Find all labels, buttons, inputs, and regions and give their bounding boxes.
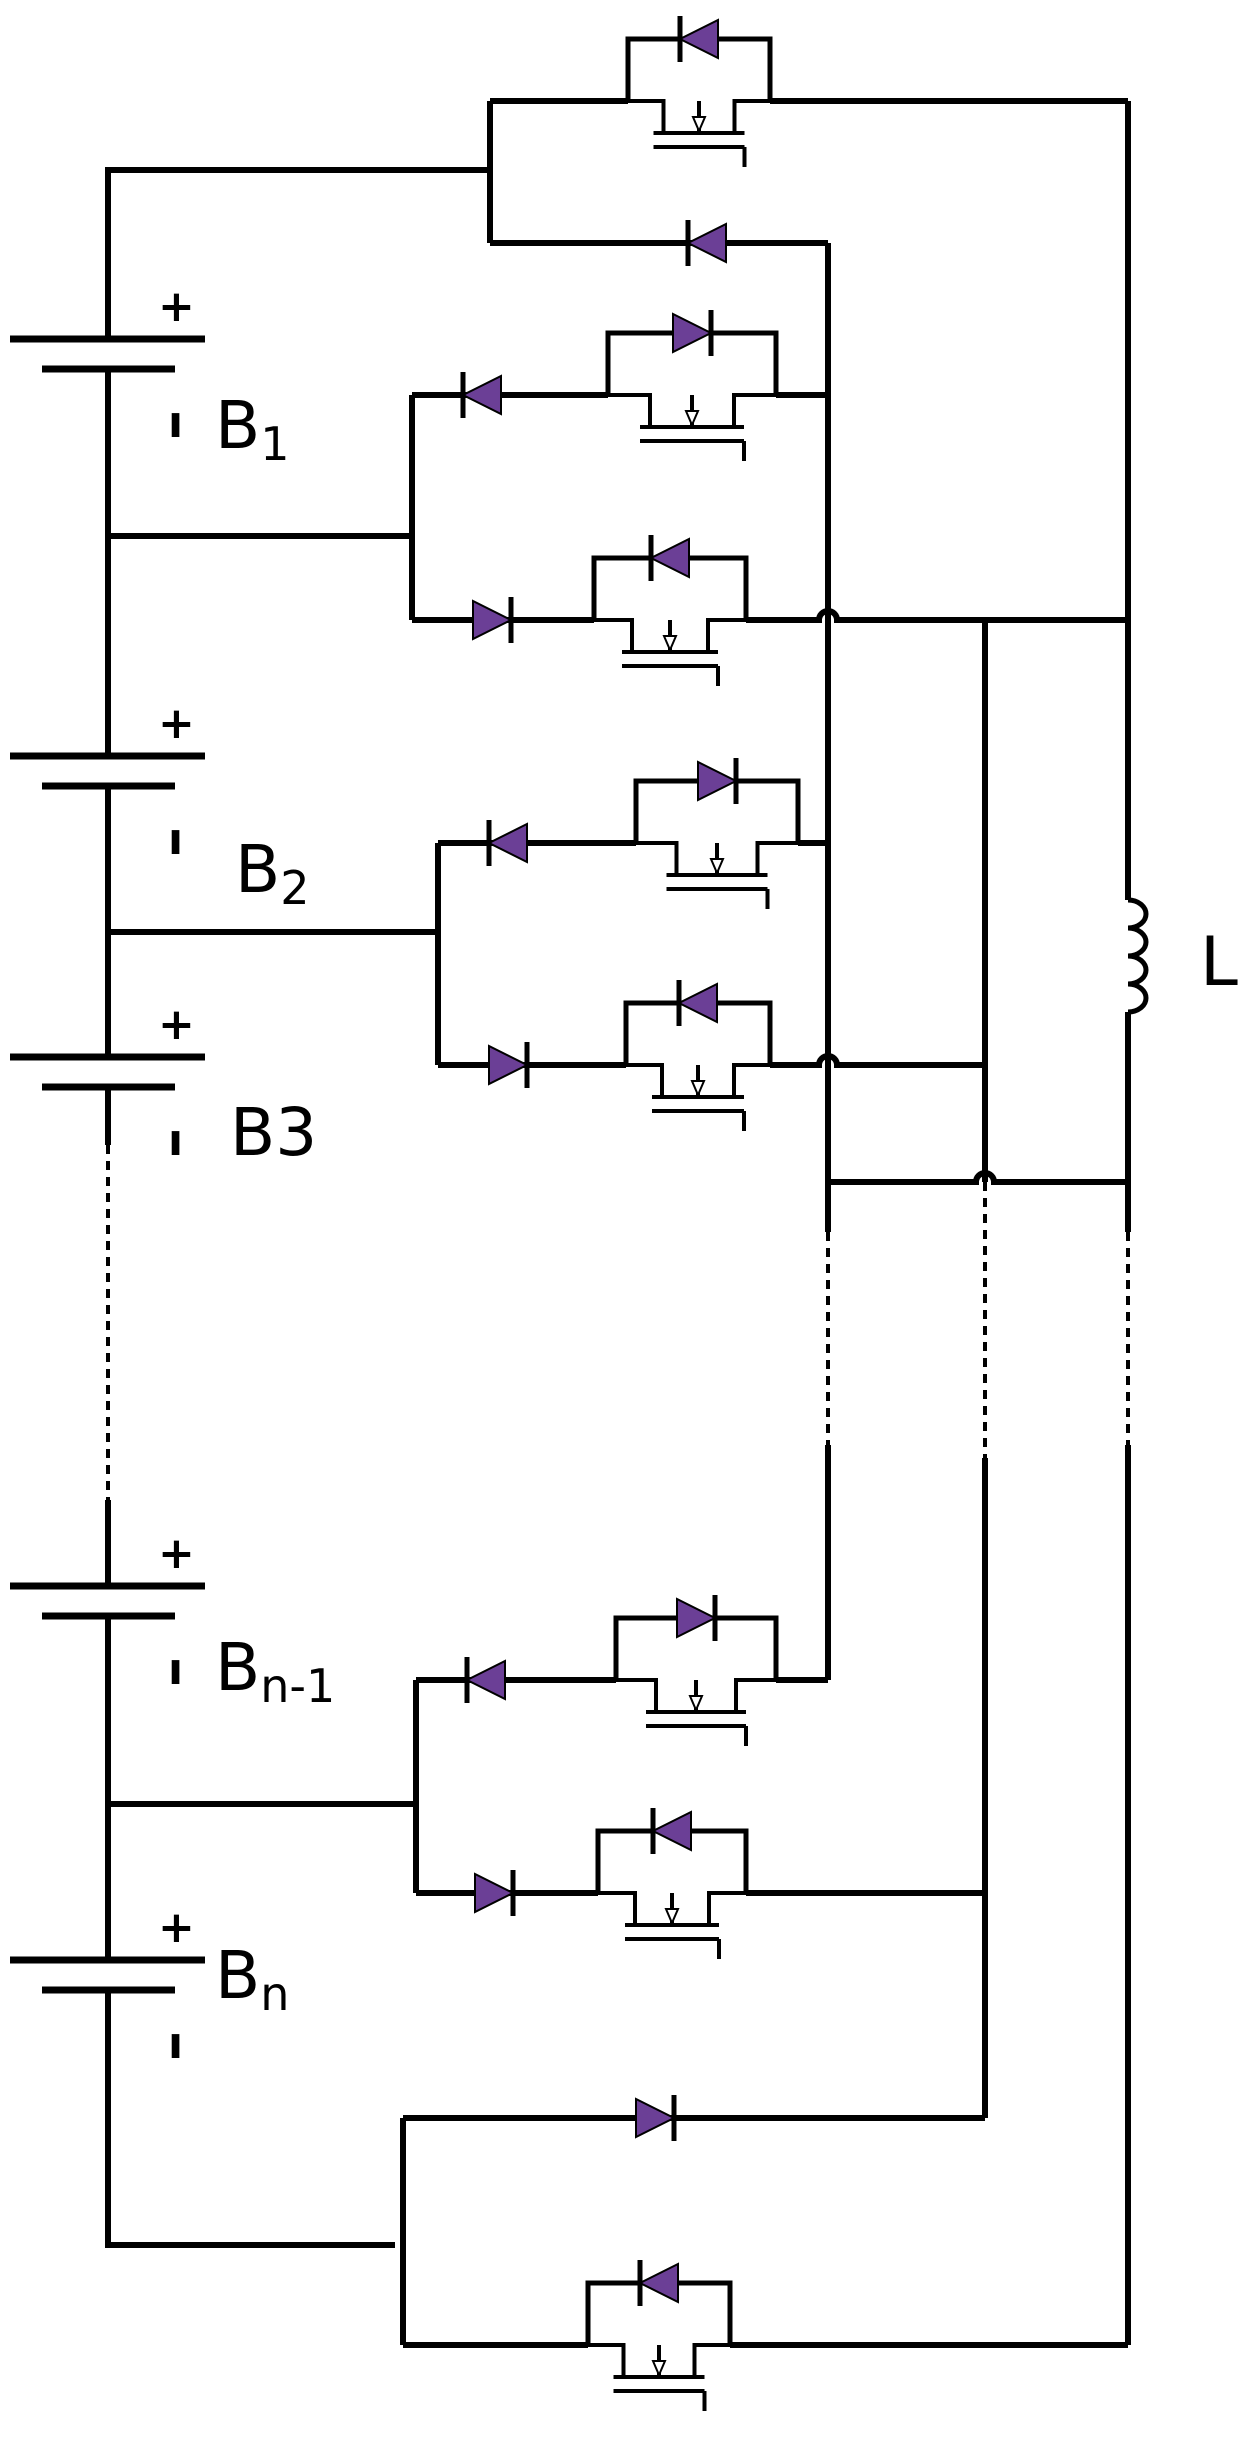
body-diode-icon (697, 758, 739, 804)
battery-cell-2: +ı (10, 698, 205, 865)
battery-minus-sign: ı (168, 814, 183, 865)
module-2-lower-diode-icon (488, 1042, 530, 1088)
source-lead (707, 1891, 746, 1925)
bulk-arrow (651, 2360, 667, 2378)
module-2-upper-diode-icon (486, 820, 528, 866)
wires (105, 98, 1131, 2348)
bulk-arrow (688, 1695, 704, 1713)
battery-minus-sign: ı (168, 1115, 183, 1166)
bulk-arrow (691, 116, 707, 134)
module-2-lower-right (770, 1053, 985, 1068)
body-diode-icon (672, 310, 714, 356)
battery-label-bn: Bn (215, 1937, 289, 2021)
cell-n-bottom (105, 1990, 395, 2248)
bulk-arrow (690, 1080, 706, 1098)
battery-cell-1: +ı (10, 281, 205, 448)
diode-body (472, 599, 514, 641)
battery-label-b1: B1 (215, 387, 290, 471)
source-lead (732, 99, 770, 133)
battery-plus-sign: + (158, 281, 195, 332)
top-mosfet-icon (625, 16, 773, 167)
bulk-arrow (664, 1908, 680, 1926)
source-lead (734, 1678, 776, 1712)
module-2-upper-mosfet-icon (633, 758, 801, 909)
drain-lead (608, 393, 652, 427)
source-lead (706, 618, 746, 652)
dashed-continuation-lines (106, 1145, 1130, 1500)
bus-link-right (828, 1170, 1128, 1185)
diode-body (650, 1810, 692, 1852)
top-diode-icon (685, 220, 727, 266)
bulk-arrow (662, 635, 678, 653)
battery-plus-sign: + (158, 1902, 195, 1953)
bulk-arrow (709, 858, 725, 876)
standalone-diodes (460, 220, 727, 2141)
module-1-lower-mosfet-icon (591, 535, 749, 686)
battery-label-b3: B3 (230, 1094, 317, 1171)
bottom-diode-icon (635, 2095, 677, 2141)
drain-lead (594, 618, 634, 652)
diode-body (676, 1597, 718, 1639)
diode-body (474, 1872, 516, 1914)
source-lead (732, 393, 776, 427)
source-lead (692, 2343, 730, 2377)
diode-body (488, 1044, 530, 1086)
body-diode-icon (637, 2260, 679, 2306)
battery-cell-3: +ı (10, 999, 205, 1166)
drain-lead (588, 2343, 626, 2377)
diode-body (635, 2097, 677, 2139)
battery-stack: +ı+ı+ı+ı+ı (10, 281, 205, 2069)
drain-lead (628, 99, 666, 133)
diode-body (648, 537, 690, 579)
diode-body (685, 222, 727, 264)
source-lead (755, 841, 798, 875)
source-lead (732, 1063, 770, 1097)
battery-plus-sign: + (158, 999, 195, 1050)
diode-body (672, 312, 714, 354)
body-diode-icon (676, 1595, 718, 1641)
diode-body (464, 1659, 506, 1701)
diode-body (637, 2262, 679, 2304)
diode-body (460, 374, 502, 416)
bottom-mosfet-icon (585, 2260, 733, 2411)
body-diode-icon (677, 16, 719, 62)
module-1-upper-mosfet-icon (605, 310, 779, 461)
battery-minus-sign: ı (168, 397, 183, 448)
body-diode-icon (650, 1808, 692, 1854)
battery-minus-sign: ı (168, 1644, 183, 1695)
module-3-upper-mosfet-icon (613, 1595, 779, 1746)
diode-body (697, 760, 739, 802)
diode-body (677, 18, 719, 60)
module-3-lower-diode-icon (474, 1870, 516, 1916)
body-diode-icon (648, 535, 690, 581)
battery-cell-4: +ı (10, 1528, 205, 1695)
battery-label-b2: B2 (235, 831, 310, 915)
module-3-lower-mosfet-icon (595, 1808, 749, 1959)
module-1-lower-right (746, 608, 1128, 623)
inductor-coil-icon (1127, 897, 1149, 1015)
battery-minus-sign: ı (168, 2018, 183, 2069)
switch-modules (585, 16, 801, 2411)
battery-plus-sign: + (158, 698, 195, 749)
battery-cell-5: +ı (10, 1902, 205, 2069)
battery-label-bn-1: Bn-1 (215, 1629, 335, 1713)
cell-1-top (105, 167, 490, 339)
diode-body (486, 822, 528, 864)
drain-lead (616, 1678, 658, 1712)
inductor (1127, 897, 1149, 1015)
module-1-upper-diode-icon (460, 372, 502, 418)
diode-body (676, 982, 718, 1024)
module-3-upper-diode-icon (464, 1657, 506, 1703)
module-2-lower-mosfet-icon (623, 980, 773, 1131)
drain-lead (598, 1891, 637, 1925)
labels: B1 B2 B3 Bn-1 Bn L (215, 387, 1238, 2021)
drain-lead (636, 841, 679, 875)
inductor-label: L (1200, 923, 1238, 1002)
battery-plus-sign: + (158, 1528, 195, 1579)
drain-lead (626, 1063, 664, 1097)
bulk-arrow (684, 410, 700, 428)
module-1-lower-diode-icon (472, 597, 514, 643)
body-diode-icon (676, 980, 718, 1026)
